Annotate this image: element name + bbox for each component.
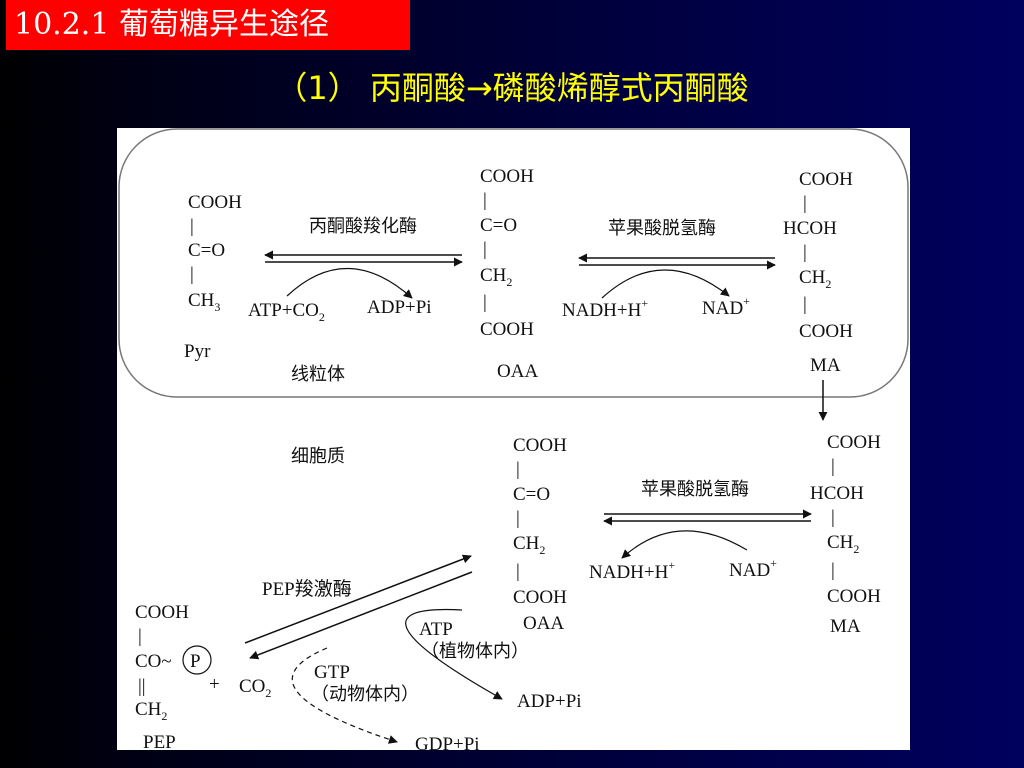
cyto-adp-pi-label: ADP+Pi <box>517 691 582 712</box>
cyto-ma-line6: | <box>831 560 835 581</box>
pyr-line4: | <box>190 264 194 285</box>
plus-sign: + <box>209 674 220 695</box>
cyto-ma-line2: | <box>831 456 835 477</box>
gtp-gdp-arrow <box>291 647 398 744</box>
mito-ma-name: MA <box>810 355 841 376</box>
cyto-oaa-line3: C=O <box>513 484 550 505</box>
mito-ma-line6: | <box>803 294 807 315</box>
atp-adp-arrow <box>405 608 503 700</box>
pepck-arrow-back <box>249 571 473 660</box>
mito-oaa-structure: COOH | C=O | CH2 | COOH OAA <box>480 166 538 382</box>
cyto-oaa-line2: | <box>516 459 520 480</box>
animal-note: （动物体内） <box>311 684 419 705</box>
mito-ma-line3: HCOH <box>783 218 837 239</box>
mitochondrion-boundary <box>118 128 909 398</box>
slide-subtitle: （1） 丙酮酸→磷酸烯醇式丙酮酸 <box>275 69 749 107</box>
cyto-nad-label: NAD+ <box>729 556 777 581</box>
pep-name: PEP <box>143 732 176 750</box>
mito-ma-line2: | <box>803 193 807 214</box>
cyto-ma-name: MA <box>830 616 861 637</box>
mito-adp-pi-label: ADP+Pi <box>367 297 432 318</box>
gdp-pi-label: GDP+Pi <box>415 734 480 750</box>
pep-line1: COOH <box>135 602 189 623</box>
mito-ma-line7: COOH <box>799 321 853 342</box>
mito-enzyme-malate-dehydrogenase: 苹果酸脱氢酶 <box>608 218 716 239</box>
cyto-oaa-structure: COOH | C=O | CH2 | COOH OAA <box>513 435 567 634</box>
pyr-name: Pyr <box>184 341 211 362</box>
cyto-nadh-label: NADH+H+ <box>589 558 675 583</box>
pep-line4: || <box>138 676 146 697</box>
enzyme-pyruvate-carboxylase: 丙酮酸羧化酶 <box>309 216 417 237</box>
mito-ma-line1: COOH <box>799 169 853 190</box>
mito-ma-structure: COOH | HCOH | CH2 | COOH MA <box>783 169 853 376</box>
mito-oaa-line7: COOH <box>480 319 534 340</box>
cyto-oaa-line1: COOH <box>513 435 567 456</box>
mito-nad-label: NAD+ <box>702 294 750 319</box>
section-title: 10.2.1 葡萄糖异生途径 <box>6 0 410 50</box>
cyto-oaa-line7: COOH <box>513 587 567 608</box>
pep-line2: | <box>138 626 142 647</box>
atp-co2-label: ATP+CO2 <box>248 300 325 324</box>
gluconeogenesis-diagram: COOH | C=O | CH3 Pyr COOH | C=O | CH2 | … <box>118 128 909 750</box>
pyr-line2: | <box>190 216 194 237</box>
plant-note: （植物体内） <box>421 641 529 662</box>
cyto-mdh-cofactor-arrow <box>621 530 748 559</box>
pep-line3: CO~ <box>135 651 172 672</box>
cyto-ma-line1: COOH <box>827 432 881 453</box>
pep-structure: COOH | CO~ P || CH2 PEP <box>135 602 212 750</box>
mito-oaa-name: OAA <box>497 361 538 382</box>
phosphate-circle <box>182 645 212 675</box>
cyto-ma-line3: HCOH <box>810 483 864 504</box>
pyr-line5: CH3 <box>188 290 220 314</box>
mito-ma-line4: | <box>803 242 807 263</box>
enzyme-pepck: PEP羧激酶 <box>262 578 352 600</box>
pepck-arrow-forward <box>244 554 472 644</box>
pyr-line1: COOH <box>188 192 242 213</box>
pep-line5: CH2 <box>135 699 167 723</box>
phosphate-label: P <box>190 651 201 672</box>
cyto-oaa-line4: | <box>516 508 520 529</box>
cyto-oaa-name: OAA <box>523 613 564 634</box>
mito-oaa-line1: COOH <box>480 166 534 187</box>
mito-oaa-line2: | <box>483 190 487 211</box>
cyto-ma-line7: COOH <box>827 586 881 607</box>
diagram-panel: COOH | C=O | CH3 Pyr COOH | C=O | CH2 | … <box>117 128 910 750</box>
mito-oaa-line6: | <box>483 292 487 313</box>
cyto-oaa-line5: CH2 <box>513 533 545 557</box>
cyto-enzyme-malate-dehydrogenase: 苹果酸脱氢酶 <box>641 479 749 500</box>
cyto-ma-line5: CH2 <box>827 532 859 556</box>
cyto-co2-label: CO2 <box>239 676 271 700</box>
reaction1-cofactor-arrow <box>286 267 413 299</box>
mito-nadh-label: NADH+H+ <box>562 296 648 321</box>
cyto-atp-label: ATP <box>419 619 453 640</box>
pyruvate-structure: COOH | C=O | CH3 Pyr <box>184 192 242 362</box>
mitochondrion-label: 线粒体 <box>291 364 345 385</box>
mito-oaa-line3: C=O <box>480 215 517 236</box>
cyto-ma-structure: COOH | HCOH | CH2 | COOH MA <box>810 432 881 637</box>
cyto-ma-line4: | <box>831 507 835 528</box>
mito-oaa-line4: | <box>483 239 487 260</box>
reaction2-cofactor-arrow <box>601 269 730 299</box>
mito-oaa-line5: CH2 <box>480 265 512 289</box>
pyr-line3: C=O <box>188 240 225 261</box>
cyto-oaa-line6: | <box>516 561 520 582</box>
cytoplasm-label: 细胞质 <box>291 446 345 467</box>
gtp-label: GTP <box>314 662 350 683</box>
mito-ma-line5: CH2 <box>799 267 831 291</box>
